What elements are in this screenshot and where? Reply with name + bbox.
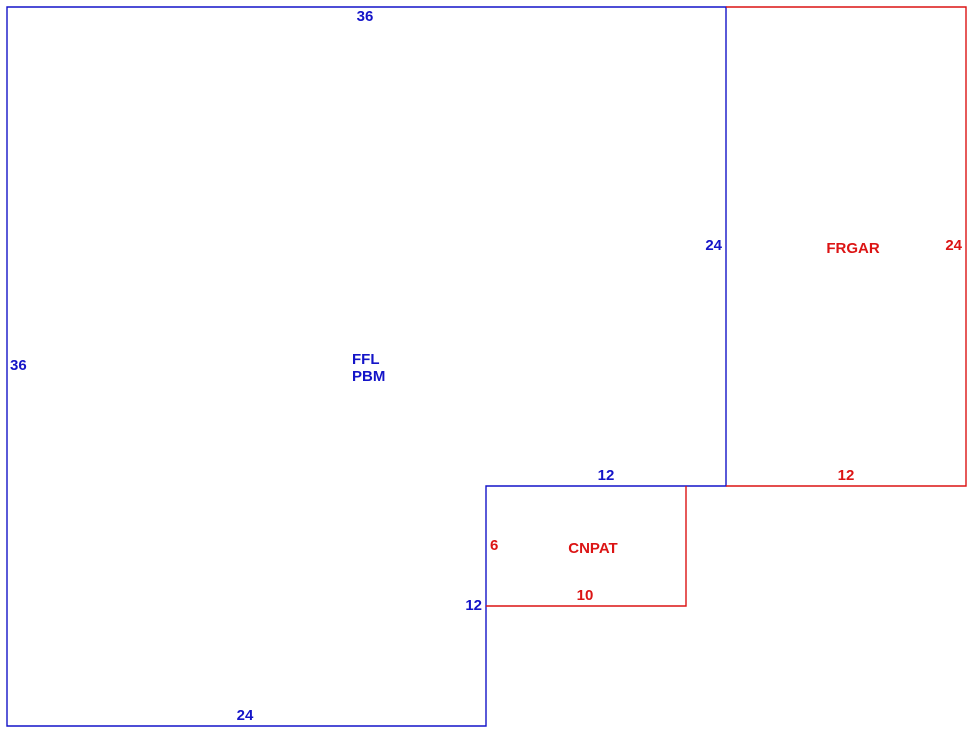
garage-outline <box>726 6 967 487</box>
main-left-dimension: 36 <box>10 357 27 374</box>
garage-right-dimension: 24 <box>945 237 962 254</box>
patio-left-dimension: 6 <box>490 537 498 554</box>
garage-bottom-dimension: 12 <box>838 467 855 484</box>
patio-outline <box>486 486 687 607</box>
patio-label: CNPAT <box>568 540 617 557</box>
main-right-upper-dimension: 24 <box>705 237 722 254</box>
main-area-label-line1: FFL <box>352 351 380 368</box>
main-top-dimension: 36 <box>357 8 374 25</box>
garage-label: FRGAR <box>826 240 879 257</box>
main-bottom-dimension: 24 <box>237 707 254 724</box>
main-inner-horizontal-dimension: 12 <box>598 467 615 484</box>
main-inner-vertical-dimension: 12 <box>465 597 482 614</box>
main-area-label-line2: PBM <box>352 368 385 385</box>
patio-bottom-dimension: 10 <box>577 587 594 604</box>
